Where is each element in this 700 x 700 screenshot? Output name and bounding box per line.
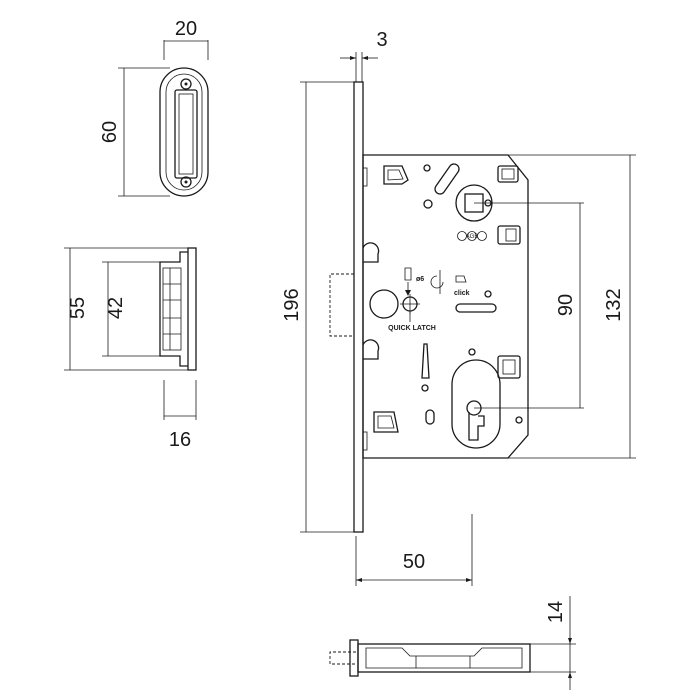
rotation-arrow-icon (430, 270, 444, 294)
hole-spacing-label: 90 (555, 294, 577, 316)
keeper-depth-label: 16 (169, 429, 191, 451)
lock-body: 3 196 (281, 29, 529, 533)
quick-latch-label: QUICK LATCH (388, 325, 436, 332)
keeper-side-view: 55 42 16 (64, 247, 197, 451)
strike-width-label: 20 (175, 18, 197, 40)
click-label: click (454, 290, 470, 297)
lock-end-view: 14 (329, 596, 576, 690)
lock-height-label: 196 (281, 288, 303, 321)
case-height-dimension: 132 (508, 154, 636, 459)
case-thickness-label: 14 (545, 601, 567, 623)
backset-label: 50 (403, 551, 425, 573)
keeper-outer-height-label: 55 (67, 297, 89, 319)
backset-dimension: 50 (355, 514, 473, 586)
strike-height-label: 60 (99, 121, 121, 143)
case-height-label: 132 (603, 288, 625, 321)
faceplate-thickness-label: 3 (376, 29, 387, 51)
hole-spacing-dimension: 90 (474, 202, 584, 409)
keeper-inner-height-label: 42 (105, 297, 127, 319)
strike-plate: 20 60 (99, 18, 209, 197)
brand-badge: AGB (457, 231, 487, 241)
svg-text:AGB: AGB (466, 234, 479, 240)
spindle-size-label: ø6 (416, 276, 424, 283)
